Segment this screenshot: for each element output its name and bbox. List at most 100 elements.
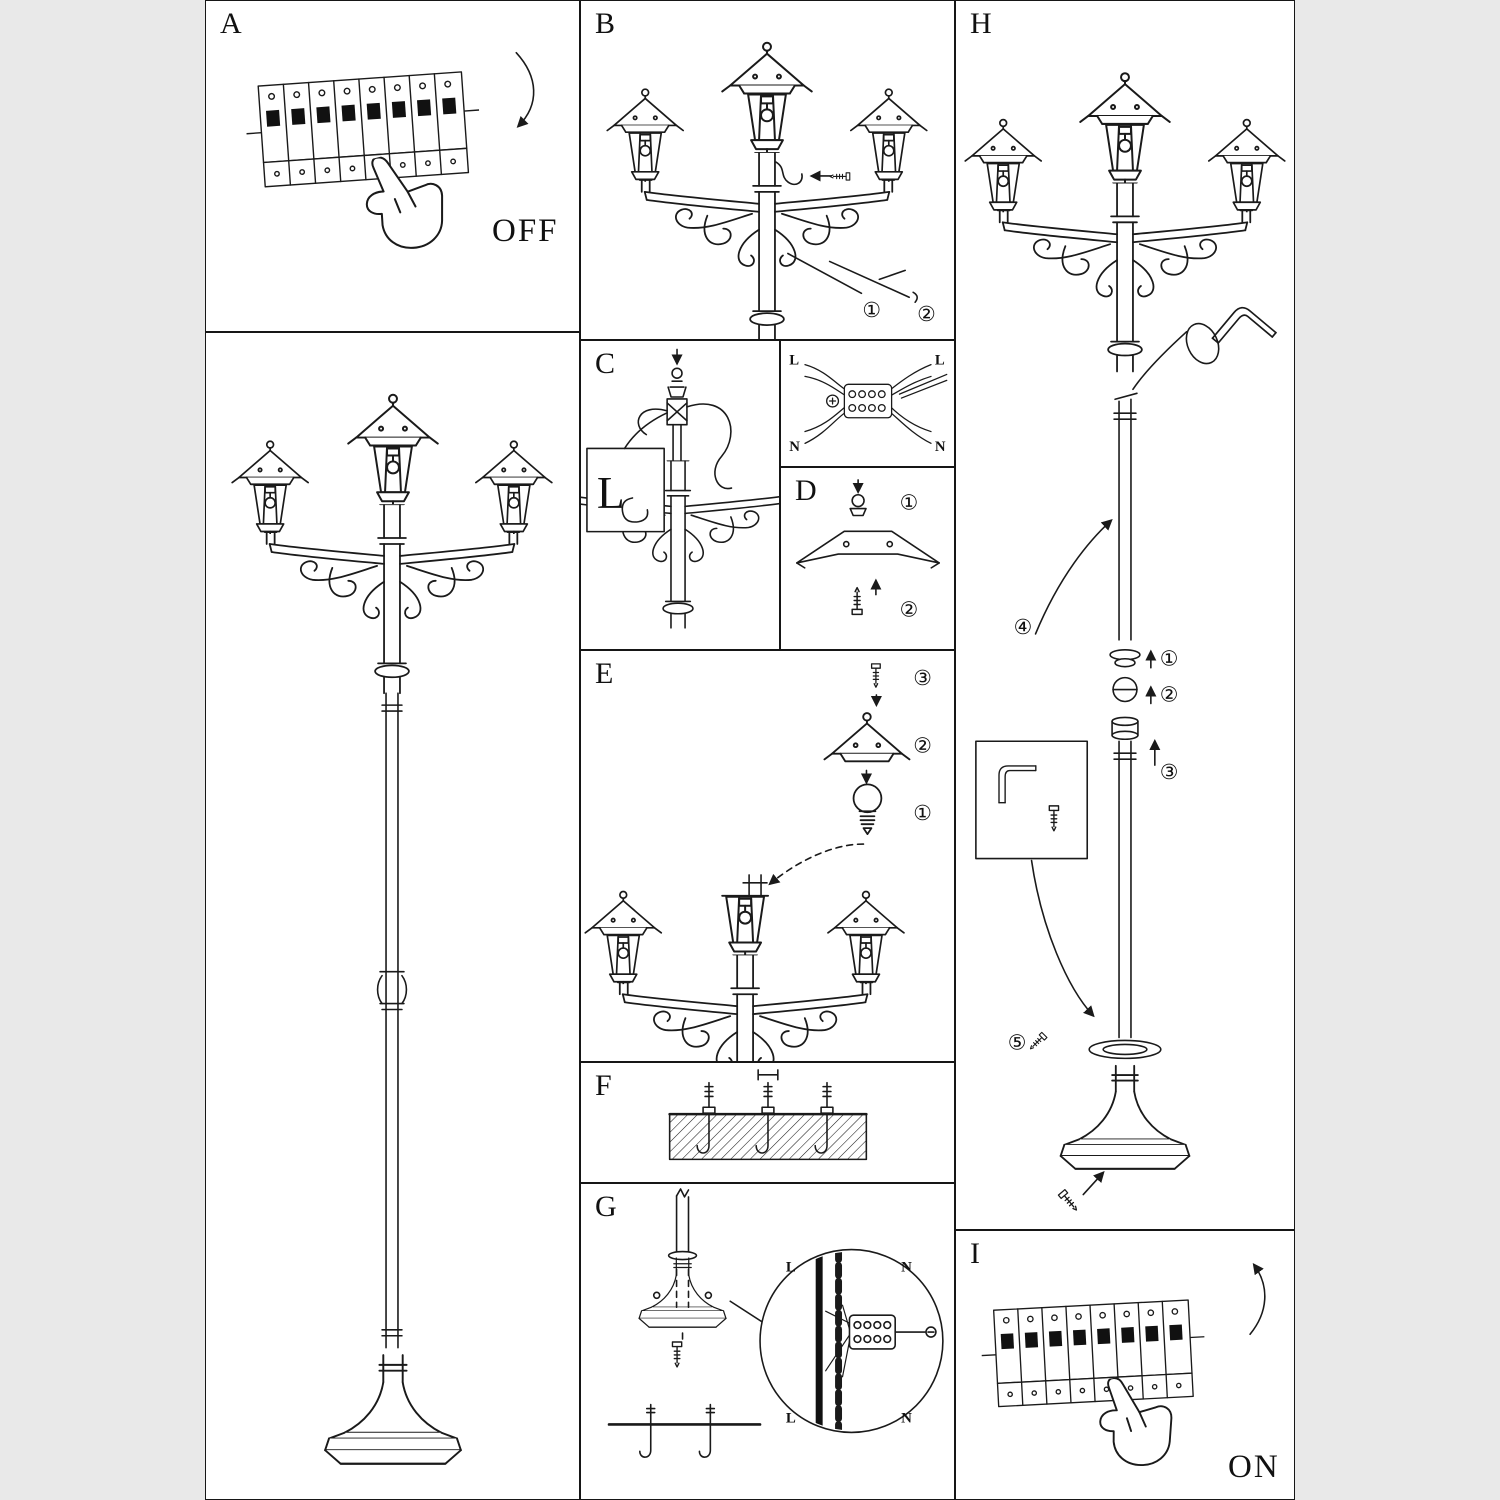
- panel-i: I ON: [955, 1230, 1295, 1500]
- tool-leader: [1132, 330, 1188, 391]
- bulb-install-drawing: ③ ② ①: [581, 663, 932, 1061]
- wire-hook: [621, 497, 649, 523]
- detail-leader: [729, 1300, 765, 1324]
- left-lantern: [965, 120, 1041, 213]
- breaker-on-drawing: [978, 1262, 1266, 1473]
- left-lantern: [607, 89, 683, 182]
- finial-parts-drawing: ① ②: [796, 479, 940, 621]
- anchor-bolt: [639, 1403, 656, 1458]
- lantern-roof: [823, 712, 911, 763]
- panel-b-label: B: [595, 7, 616, 40]
- off-direction-arrow-icon: [515, 51, 535, 128]
- hook-screw-part: [912, 291, 918, 304]
- center-lantern: [348, 395, 438, 504]
- wire-label-n-bottom: N: [901, 1410, 912, 1426]
- panel-c-terminal: L N L N: [780, 340, 955, 467]
- callout-5: ⑤: [1008, 1030, 1027, 1054]
- center-lantern-open: [721, 894, 769, 955]
- wire-label-n-top: N: [901, 1259, 912, 1275]
- panel-g-label: G: [595, 1190, 617, 1223]
- right-lantern: [476, 441, 552, 534]
- foundation-drawing: [668, 1069, 868, 1161]
- breaker-off-drawing: [242, 51, 535, 258]
- panel-c-label: C: [595, 347, 616, 380]
- panel-f: F: [580, 1062, 955, 1183]
- bulb-leader: [768, 843, 865, 886]
- lamp-post-overview-drawing: [206, 333, 579, 1465]
- terminal-block-drawing: L N L N: [789, 353, 948, 455]
- hex-key-icon: [1211, 302, 1277, 368]
- callout-1: ①: [900, 491, 919, 515]
- inset-arrow-down: [1030, 859, 1095, 1018]
- panel-g: G: [580, 1183, 955, 1500]
- lamp-arms: [638, 152, 896, 339]
- roof-plate: [796, 530, 940, 564]
- three-head-lamp-post: [232, 395, 552, 1465]
- callout-3: ③: [913, 666, 932, 690]
- panel-e-label: E: [595, 657, 614, 690]
- panel-e: E ③ ② ①: [580, 650, 955, 1062]
- anchor-bolt: [698, 1403, 716, 1458]
- right-lantern: [828, 892, 904, 985]
- panel-overview: [205, 332, 580, 1500]
- pole-joint: [1114, 392, 1138, 401]
- pin-part: [878, 269, 906, 281]
- foot-screw-icon: [1057, 1188, 1081, 1214]
- callout-1: ①: [913, 801, 932, 825]
- base-screw-icon: [1027, 1031, 1048, 1053]
- panel-a-label: A: [220, 7, 242, 40]
- pole-break: [675, 1188, 690, 1198]
- wire-left: [637, 408, 668, 436]
- roof-screw-icon: [870, 663, 881, 688]
- panel-c: C L: [580, 340, 780, 650]
- roof-screw-icon: [851, 586, 863, 616]
- wire-label-l-bottom: L: [786, 1410, 796, 1426]
- wire-label-l-right: L: [935, 353, 945, 369]
- head-assembly-drawing: ① ②: [581, 1, 936, 339]
- anchor-bolts: [696, 1081, 834, 1154]
- tool-inset-box: [975, 740, 1089, 860]
- panel-f-label: F: [595, 1069, 612, 1102]
- callout-2: ②: [1160, 682, 1179, 706]
- arm-screw-icon: [829, 172, 851, 181]
- callout-leader: [787, 252, 863, 295]
- dimension-mark: [757, 1069, 779, 1081]
- terminal-block: [843, 383, 893, 419]
- callout-3: ③: [1160, 760, 1179, 784]
- panel-h: H: [955, 0, 1295, 1230]
- pole-exploded-drawing: ④ ① ② ③ ⑤: [956, 1, 1294, 1214]
- panel-d-label: D: [795, 474, 817, 507]
- circuit-breaker-row: [978, 1298, 1209, 1409]
- wire-label-l-top: L: [786, 1259, 796, 1275]
- socket-stub: [742, 874, 768, 896]
- wire-label-n-right: N: [935, 439, 946, 455]
- left-lantern: [232, 441, 308, 534]
- callout-1: ①: [1160, 647, 1179, 671]
- terminal-block: [848, 1314, 896, 1350]
- inset-leader: [623, 412, 668, 450]
- center-lantern: [722, 43, 811, 152]
- callout-2: ②: [900, 597, 919, 621]
- wire-label-l-left: L: [789, 353, 799, 369]
- right-lantern: [1209, 120, 1285, 213]
- wires: [775, 161, 803, 186]
- wire-right: [686, 403, 733, 490]
- live-wire: [815, 1251, 823, 1431]
- panel-d: D ① ②: [780, 467, 955, 650]
- socket-wiring-drawing: L: [581, 348, 779, 629]
- panel-a: A OFF: [205, 0, 580, 332]
- panel-h-label: H: [970, 7, 992, 40]
- base-screw-icon: [671, 1341, 683, 1368]
- collar-part: [1111, 716, 1139, 727]
- callout-4: ④: [1014, 615, 1033, 639]
- pole-base: [1059, 1064, 1191, 1170]
- callout-2: ②: [917, 302, 936, 326]
- base-wiring-drawing: L N L N: [607, 1188, 944, 1458]
- center-lantern: [1080, 73, 1169, 182]
- inset-arrow-up: [1034, 519, 1113, 635]
- on-direction-arrow-icon: [1249, 1262, 1266, 1336]
- circuit-breaker-row: [242, 70, 485, 189]
- lower-pole: [1118, 740, 1132, 1039]
- right-lantern: [851, 89, 927, 182]
- callout-2: ②: [913, 734, 932, 758]
